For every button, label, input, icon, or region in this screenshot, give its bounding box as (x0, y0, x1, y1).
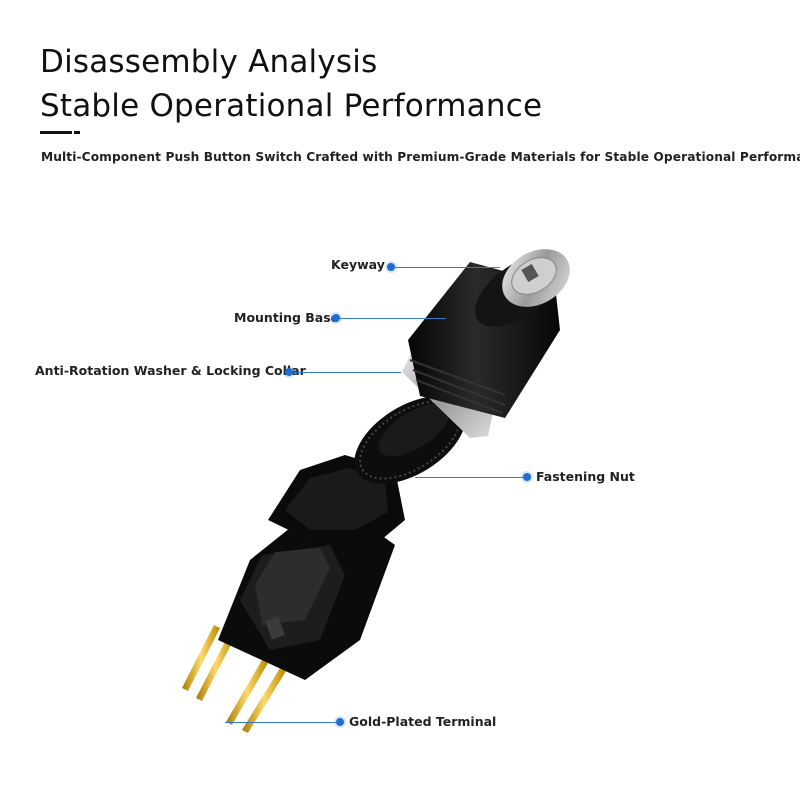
page-title: Disassembly Analysis (40, 44, 378, 80)
callout-keyway-dot (387, 263, 395, 271)
callout-keyway-label: Keyway (331, 257, 385, 272)
callout-terminal-label: Gold-Plated Terminal (349, 714, 497, 729)
callout-mounting-base-label: Mounting Base (234, 310, 340, 325)
callout-washer-line (293, 372, 401, 373)
callout-nut-dot (523, 473, 531, 481)
keyway-cap (502, 249, 570, 307)
page-subtitle: Multi-Component Push Button Switch Craft… (41, 150, 800, 164)
callout-nut-label: Fastening Nut (536, 469, 635, 484)
callout-terminal-dot (336, 718, 344, 726)
callout-terminal-line (225, 722, 336, 723)
title-underline (40, 131, 72, 134)
contact-block (218, 520, 395, 680)
callout-keyway-line (395, 267, 500, 268)
callout-nut-line (415, 477, 523, 478)
page-title-line2: Stable Operational Performance (40, 88, 543, 124)
callout-washer-dot (285, 368, 293, 376)
callout-mounting-base-line (340, 318, 446, 319)
callout-washer-label: Anti-Rotation Washer & Locking Collar (35, 363, 306, 378)
callout-mounting-base-dot (332, 314, 340, 322)
title-underline-dot (74, 131, 80, 134)
gold-terminals (182, 625, 286, 733)
